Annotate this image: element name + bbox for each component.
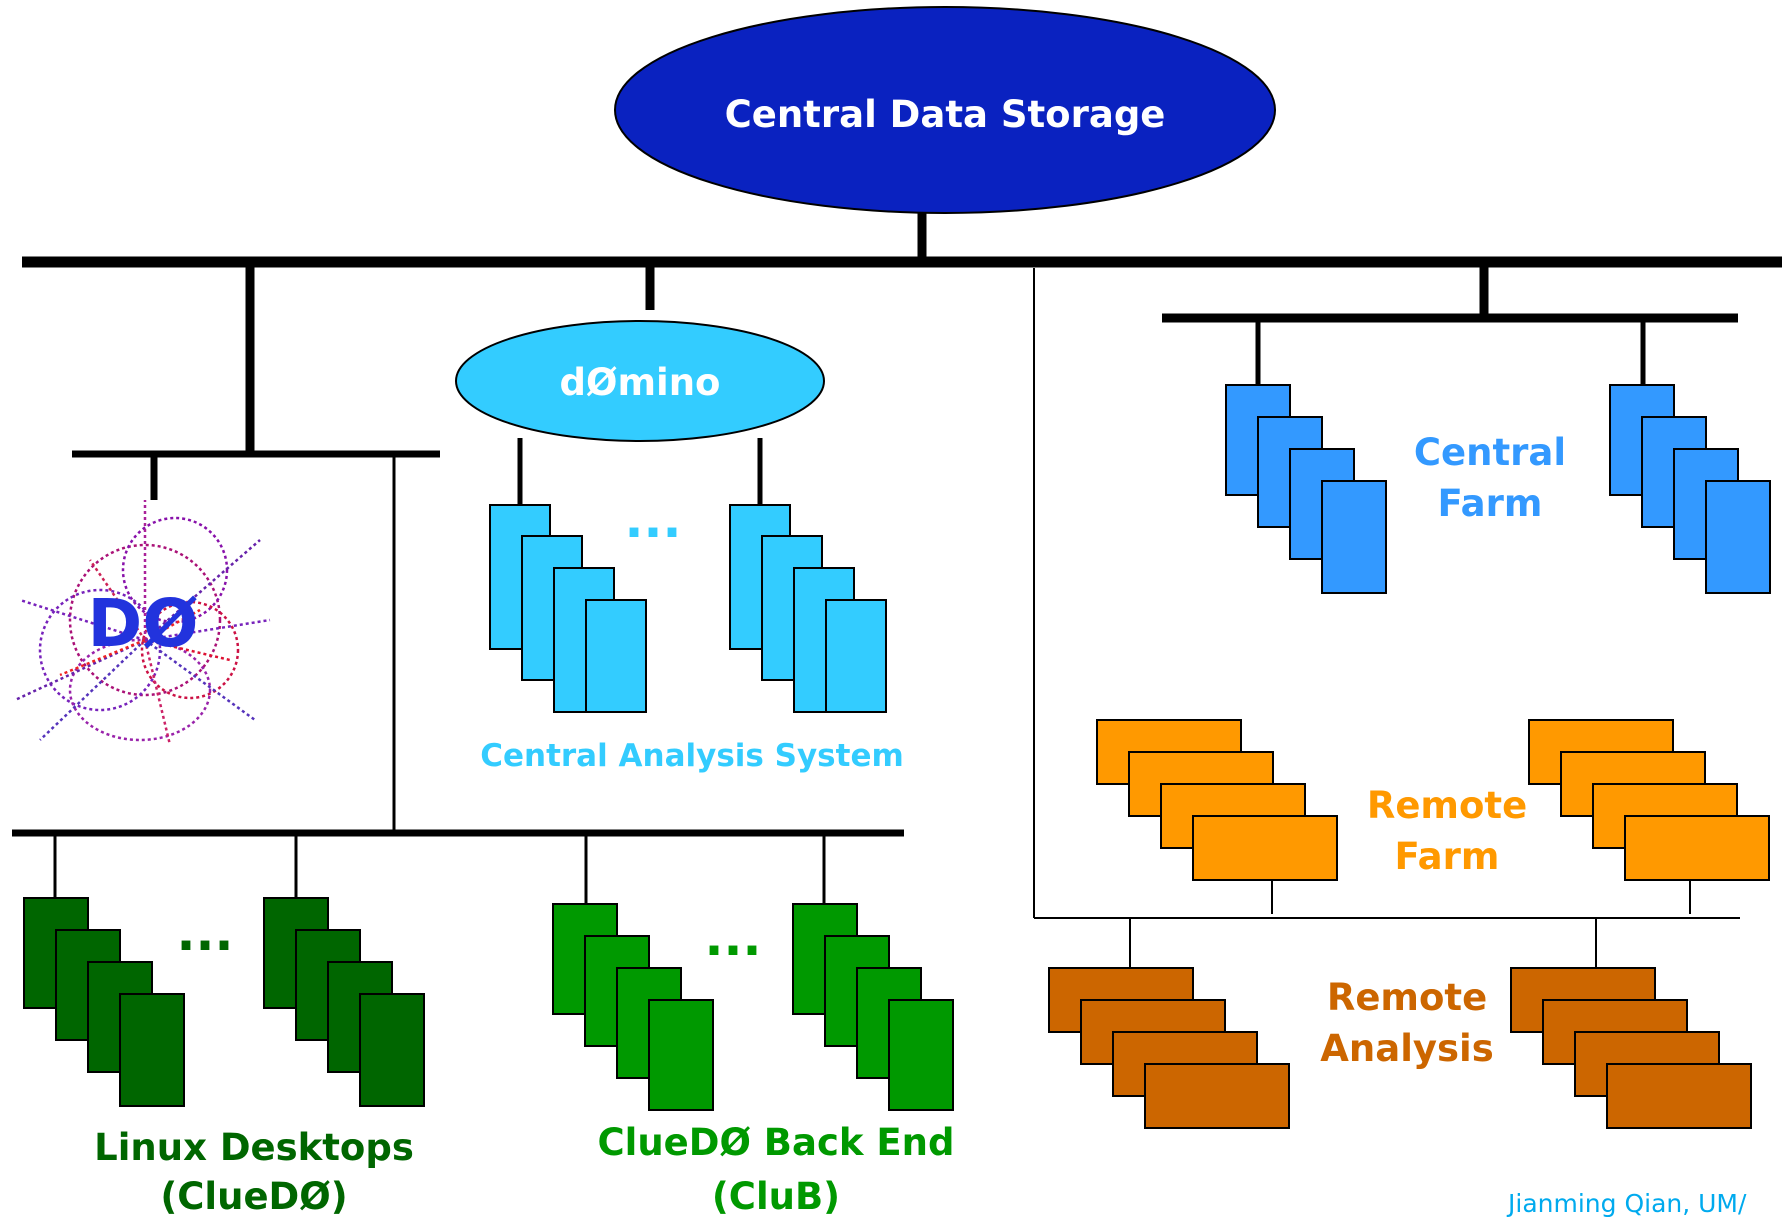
linux-desktops-label-line1: Linux Desktops [94,1126,414,1169]
remote-analysis-stack-left [1048,967,1290,1129]
cluedo-backend-stack-right [792,903,954,1111]
cluedo-backend-stack-left [552,903,714,1111]
domino-ellipse [455,320,825,442]
author-credit: Jianming Qian, UM/ [1506,1189,1747,1218]
remote-analysis-label-line2: Analysis [1320,1027,1493,1070]
remote-farm-stack-right [1528,719,1770,881]
remote-farm-label-line2: Farm [1395,835,1500,878]
central-data-storage-node: Central Data Storage [614,6,1276,214]
linux-desktops-stack-right [263,897,425,1107]
central-farm-label-line2: Farm [1438,482,1543,525]
central-farm-stack-left [1225,384,1387,594]
remote-analysis-label-line1: Remote [1327,976,1487,1019]
linux-desktops-ellipsis: ... [177,904,234,962]
remote-farm-stack-left [1096,719,1338,881]
central-data-storage-ellipse [614,6,1276,214]
central-data-storage-label: Central Data Storage [725,93,1166,136]
linux-desktops-label-line2: (ClueDØ) [160,1175,347,1218]
central-analysis-label: Central Analysis System [480,738,904,774]
central-analysis-ellipsis: ... [625,491,682,549]
domino-node: dØmino [455,320,825,442]
central-farm-stack-right [1609,384,1771,594]
d0-event-display-logo: DØ [14,500,271,746]
domino-label: dØmino [560,361,721,404]
cluedo-backend-label-line1: ClueDØ Back End [597,1121,954,1164]
network-lines [12,190,1782,968]
remote-analysis-stack-right [1510,967,1752,1129]
central-farm-label-line1: Central [1414,431,1566,474]
cluedo-backend-label-line2: (CluB) [712,1175,840,1218]
cluedo-backend-ellipsis: ... [705,909,762,967]
central-analysis-stack-right [729,504,887,713]
remote-farm-label-line1: Remote [1367,784,1527,827]
d0-logo-text: DØ [88,585,199,662]
central-analysis-stack-left [489,504,647,713]
linux-desktops-stack-left [23,897,185,1107]
